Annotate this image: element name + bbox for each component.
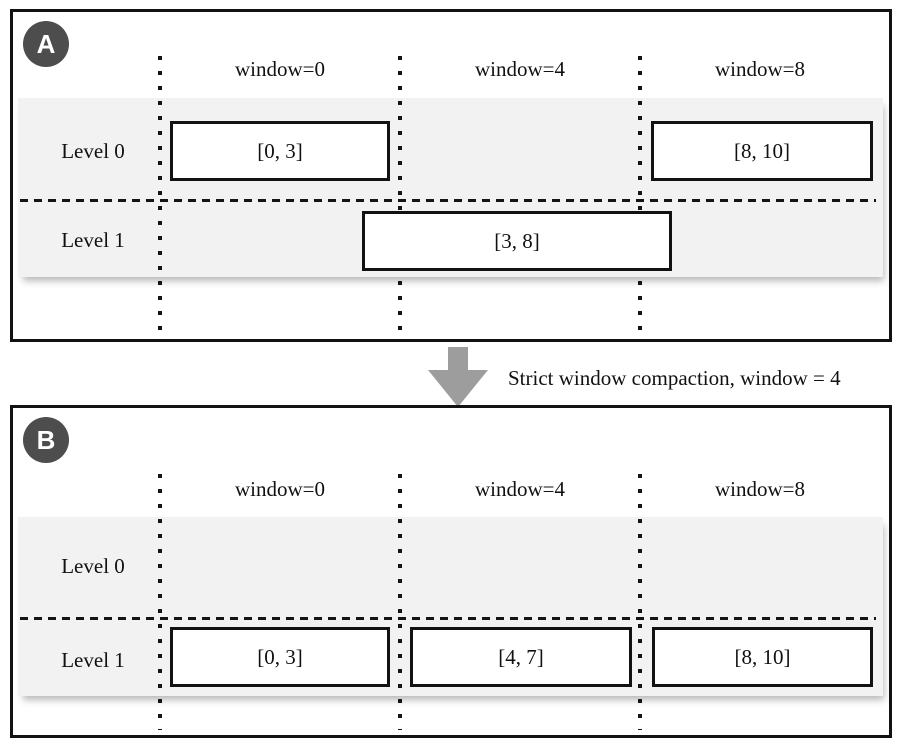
window-boundary-dotted-line: [398, 56, 402, 332]
down-arrow-icon: [448, 347, 468, 371]
level-0-label: Level 0: [61, 139, 125, 163]
window-boundary-dotted-line: [638, 56, 642, 332]
window-boundary-dotted-line: [158, 474, 162, 730]
level-0-label: Level 0: [61, 554, 125, 578]
interval-box: [3, 8]: [362, 211, 672, 271]
interval-box: [4, 7]: [410, 627, 632, 687]
panel-b-badge: B: [23, 417, 69, 463]
window-label-8: window=8: [714, 57, 805, 81]
interval-box: [0, 3]: [170, 121, 390, 181]
interval-box: [8, 10]: [652, 627, 873, 687]
window-label-4: window=4: [474, 57, 565, 81]
interval-box: [8, 10]: [651, 121, 873, 181]
window-label-0: window=0: [234, 57, 325, 81]
window-boundary-dotted-line: [638, 474, 642, 730]
window-label-0: window=0: [234, 477, 325, 501]
panel-b: B window=0 window=4 window=8 Level 0 Lev…: [10, 405, 892, 738]
panel-a-badge: A: [23, 21, 69, 67]
window-label-8: window=8: [714, 477, 805, 501]
down-arrow-icon: [428, 370, 488, 407]
level-separator-dashed-line: [20, 199, 876, 202]
window-label-4: window=4: [474, 477, 565, 501]
level-1-label: Level 1: [61, 228, 125, 252]
level-1-label: Level 1: [61, 648, 125, 672]
level-1-boxes: [0, 3] [4, 7] [8, 10]: [13, 627, 889, 687]
level-separator-dashed-line: [20, 617, 876, 620]
panel-a: A window=0 window=4 window=8 Level 0 Lev…: [10, 9, 892, 342]
window-boundary-dotted-line: [398, 474, 402, 730]
window-boundary-dotted-line: [158, 56, 162, 332]
interval-box: [0, 3]: [170, 627, 390, 687]
arrow-caption: Strict window compaction, window = 4: [508, 366, 841, 390]
level-1-boxes: [3, 8]: [13, 211, 889, 271]
level-0-boxes: [13, 540, 889, 600]
level-0-boxes: [0, 3] [8, 10]: [13, 121, 889, 181]
